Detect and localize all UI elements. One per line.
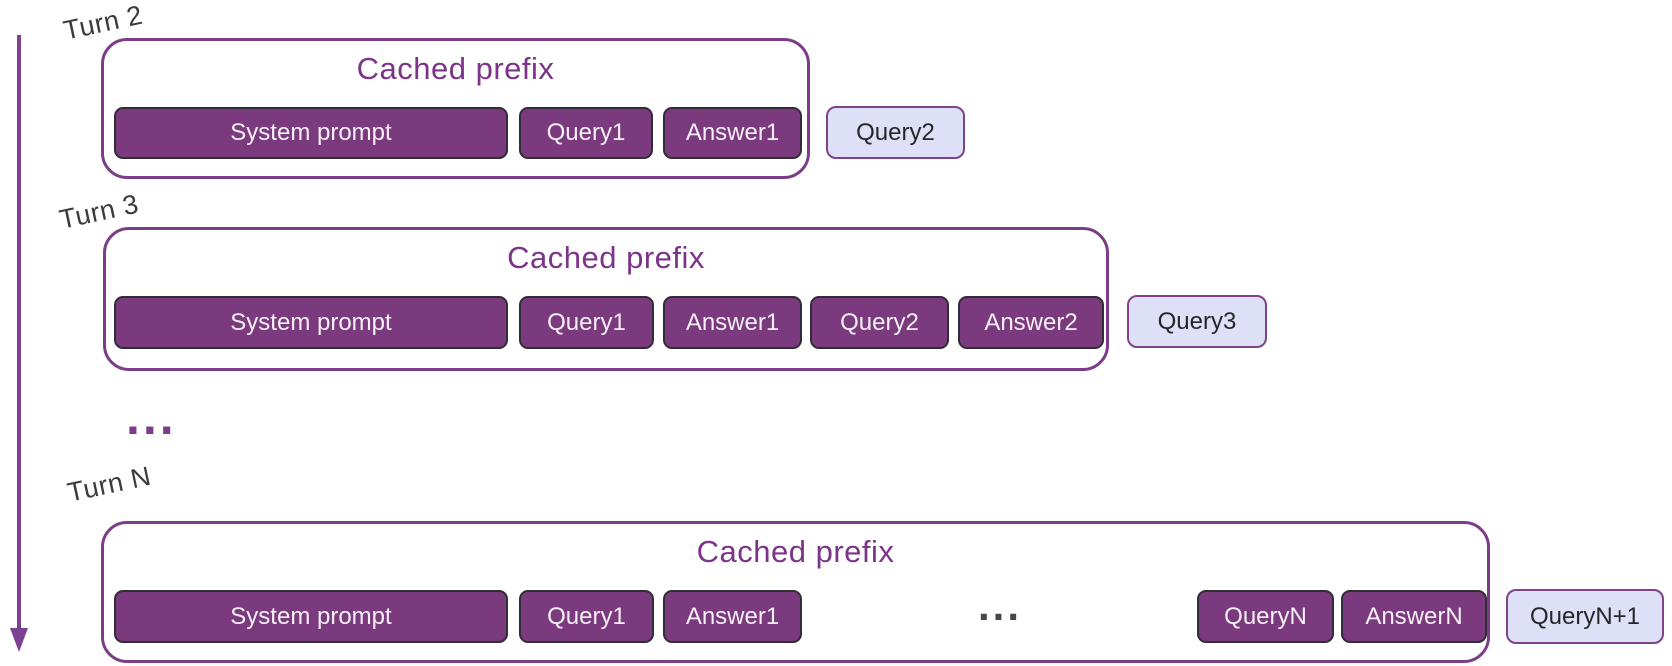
turn-label: Turn N: [64, 460, 154, 508]
new-query-block: QueryN+1: [1506, 589, 1664, 644]
cached-block-query1: Query1: [519, 107, 653, 159]
cached-prefix-title: Cached prefix: [507, 240, 705, 275]
cached-prefix-title: Cached prefix: [696, 534, 895, 569]
cached-block-query1: Query1: [519, 296, 654, 349]
cached-block-queryN: QueryN: [1197, 590, 1334, 643]
cached-block-query2: Query2: [810, 296, 949, 349]
cached-block-system-prompt: System prompt: [114, 296, 508, 349]
cached-block-answer1: Answer1: [663, 590, 802, 643]
between-turns-ellipsis: ...: [126, 389, 177, 445]
cached-block-answer2: Answer2: [958, 296, 1104, 349]
cached-block-answer1: Answer1: [663, 107, 802, 159]
cached-block-answer1: Answer1: [663, 296, 802, 349]
new-query-block: Query2: [826, 106, 965, 159]
new-query-block: Query3: [1127, 295, 1267, 348]
cached-block-query1: Query1: [519, 590, 654, 643]
omitted-blocks-ellipsis: ...: [977, 582, 1022, 629]
cached-block-system-prompt: System prompt: [114, 107, 508, 159]
cached-block-system-prompt: System prompt: [114, 590, 508, 643]
cached-block-answerN: AnswerN: [1341, 590, 1487, 643]
down-arrow-icon: [10, 35, 28, 652]
cached-prefix-title: Cached prefix: [356, 51, 555, 86]
